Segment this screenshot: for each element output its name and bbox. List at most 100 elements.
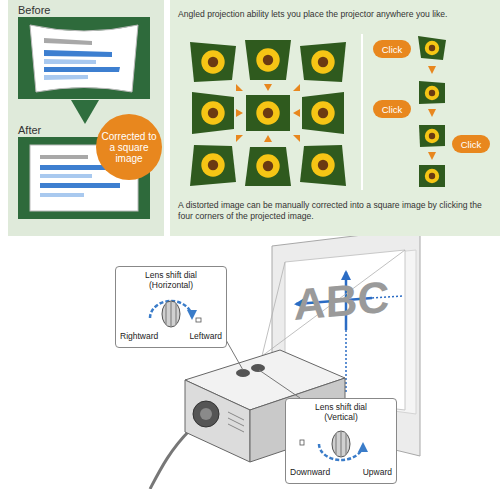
sunflower [256,154,279,177]
arrow-right [236,109,243,117]
knob-groove [336,434,337,454]
direction-label: Leftward [189,331,222,341]
click-text: Click [382,44,403,55]
light-beam [262,250,405,356]
sunflower [311,153,334,176]
arrow-diagonal [293,84,300,91]
flow-arrow [71,100,99,124]
arrow-down [428,152,436,160]
direction-label: Downward [290,467,330,477]
arrow-up [264,135,272,142]
distorted-photo [300,145,346,186]
click-bubble: Click [373,100,411,118]
arrow-diagonal [236,84,243,91]
horizontal-dial [150,301,201,327]
knob-groove [176,304,177,324]
before-image: Before [18,4,152,100]
distorted-photo [190,42,236,82]
panel-heading: Angled projection ability lets you place… [178,9,496,20]
distorted-photo [419,125,445,147]
sunflower [425,129,439,143]
sunflower [201,101,224,124]
bar [40,183,120,188]
knob-groove [346,434,347,454]
sunflower-grid [190,40,346,186]
correction-arrows [236,84,300,142]
arrow-down [428,66,436,74]
arrow-diagonal [236,135,243,142]
left-panel [8,0,164,236]
direction-icon [300,440,304,445]
image-heading: After [18,124,41,136]
click-text: Click [382,104,403,115]
sunflower [425,41,439,55]
dial-on-body [251,364,265,372]
screen-text: ABC [294,272,389,330]
before-board [18,17,150,99]
distorted-photo [245,147,291,186]
divider [361,34,363,190]
sunflower [311,101,334,124]
dial-callout: Lens shift dial (Vertical)DownwardUpward [285,398,397,484]
dial-knob [332,431,350,457]
callout-circle: Corrected to a square image [96,114,162,180]
callout-title: Lens shift dial (Horizontal) [130,270,212,290]
sunflower [256,48,279,71]
direction-label: Rightward [120,331,158,341]
bar [44,67,120,72]
dial-callout: Lens shift dial (Horizontal) Rightward Lef… [115,266,227,348]
sunflower [425,169,439,183]
distorted-screen [30,25,138,92]
distorted-photo [300,42,346,82]
bar [40,165,110,170]
knob-groove [341,432,342,456]
click-text: Click [461,139,482,150]
distorted-photo [418,36,446,60]
arrow-down [264,84,272,91]
lens-glass [200,408,212,420]
vent [228,424,244,432]
distorted-photo [190,145,236,186]
bar [44,38,92,45]
turn-arrow [319,444,363,460]
bar [44,75,88,80]
image-heading: Before [18,4,50,16]
sunflower [425,86,439,100]
vertical-dial [300,431,363,460]
click-bubble: Click [452,135,490,153]
dial-on-body [236,369,250,377]
distorted-photo [245,40,291,80]
arrow-diagonal [293,135,300,142]
green-board [18,17,150,99]
sunflower [311,50,334,73]
callout-text: Corrected to a square image [101,131,157,164]
bar [44,50,112,57]
click-bubble: Click [373,40,411,58]
sunflower [201,153,224,176]
lens [193,401,219,427]
knob-groove [166,304,167,324]
bar [40,193,84,197]
distorted-photo [419,81,445,104]
leader-line [226,340,243,370]
turn-arrow [150,301,192,318]
bar [44,59,96,64]
beam-line [262,250,405,356]
arrow-left [293,109,300,117]
direction-icon [196,318,201,322]
bar [40,155,88,159]
panel-note: A distorted image can be manually correc… [178,200,496,222]
knob-groove [171,302,172,326]
feature-panel: Angled projection ability lets you place… [170,0,500,236]
distorted-photo [192,92,234,134]
direction-label: Upward [363,467,392,477]
distorted-photo [302,92,344,134]
correction-steps [418,36,446,187]
leader-line [259,370,300,398]
power-cable [150,430,190,489]
dial-knob [162,301,180,327]
arrow-down [428,109,436,117]
square-photo [419,165,445,187]
